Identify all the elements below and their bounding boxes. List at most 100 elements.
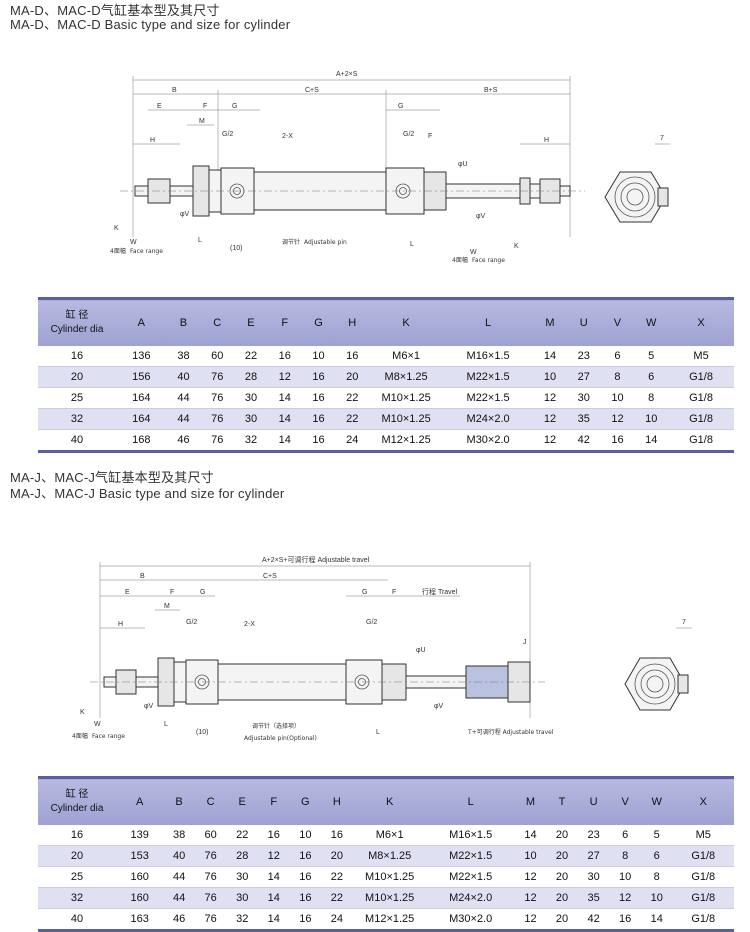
table-cell: 30	[234, 387, 268, 409]
table-cell: 16	[609, 908, 641, 932]
table-cell: 32	[38, 408, 116, 430]
label-phi-v-right: φV	[434, 703, 444, 710]
table-cell: 76	[200, 387, 235, 409]
dim-g2-right: G/2	[403, 131, 414, 138]
table-cell: 23	[577, 825, 610, 846]
table-cell: 22	[321, 866, 353, 888]
table-cell: 14	[257, 887, 290, 909]
table-cell: G1/8	[672, 887, 734, 909]
table-cell: 156	[116, 366, 167, 388]
table-cell: 12	[609, 887, 641, 909]
dim-h-right: H	[544, 137, 549, 144]
table-cell: 14	[267, 408, 302, 430]
table-cell: 12	[514, 866, 547, 888]
label-k: K	[114, 225, 119, 232]
header-cell: H	[321, 776, 353, 825]
table-cell: 76	[200, 366, 235, 388]
label-pin-en: Adjustable pin	[304, 239, 347, 246]
table-cell: M12×1.25	[369, 429, 444, 453]
table-cell: 40	[163, 845, 195, 867]
header-cell: F	[257, 776, 290, 825]
table-cell: 10	[533, 366, 567, 388]
dim-b: B	[172, 87, 177, 94]
header-cell: U	[566, 297, 601, 346]
header-cell: C	[194, 776, 227, 825]
header-cell: U	[577, 776, 610, 825]
table-cell: 12	[514, 887, 547, 909]
table-cell: 40	[38, 429, 116, 453]
table-cell: 14	[514, 825, 547, 846]
label-k-right: K	[514, 243, 519, 250]
table-cell: 22	[335, 408, 370, 430]
table-cell: 30	[226, 866, 258, 888]
table-cell: 25	[38, 866, 116, 888]
header-cell: T	[546, 776, 578, 825]
table-cell: 22	[234, 346, 268, 367]
header-cell: E	[226, 776, 258, 825]
table-cell: 14	[634, 429, 669, 453]
table-cell: 139	[116, 825, 164, 846]
table-cell: 160	[116, 887, 164, 909]
label-adjustable-travel: T+可调行程 Adjustable travel	[467, 728, 554, 736]
dim-e: E	[125, 589, 130, 596]
table-cell: 30	[577, 866, 610, 888]
table-cell: 76	[194, 845, 227, 867]
header-cylinder-dia: 缸 径 Cylinder dia	[38, 776, 116, 825]
label-l: L	[198, 237, 202, 244]
label-face-en-right: Face range	[472, 257, 505, 264]
header-cell: L	[426, 776, 515, 825]
table-cell: 14	[640, 908, 673, 932]
table-cell: 153	[116, 845, 164, 867]
table-cell: 32	[38, 887, 116, 909]
table-cell: 25	[38, 387, 116, 409]
section-1-drawing: A+2×S B C+S B+S E F G G M G/2 G/2 2-X F …	[0, 62, 750, 272]
dim-m: M	[199, 118, 205, 125]
table-cell: 12	[257, 845, 290, 867]
header-cn: 缸 径	[65, 789, 89, 800]
table-cell: 44	[166, 387, 201, 409]
table-cell: 16	[335, 346, 370, 367]
table-cell: 60	[194, 825, 227, 846]
label-w: W	[130, 239, 137, 246]
label-pin-cn: 调节针	[282, 238, 300, 246]
table-cell: 38	[163, 825, 195, 846]
label-phi-v-right: φV	[476, 213, 486, 220]
header-cell: G	[289, 776, 322, 825]
table-cell: 16	[289, 866, 322, 888]
table-cell: 164	[116, 387, 167, 409]
dim-g2-right: G/2	[366, 619, 377, 626]
dim-b: B	[140, 573, 145, 580]
header-cell: A	[116, 776, 164, 825]
dim-e: E	[157, 103, 162, 110]
header-cn: 缸 径	[65, 310, 89, 321]
dim-cs: C+S	[263, 573, 277, 580]
label-phi-v: φV	[144, 703, 154, 710]
section-2-title-cn: MA-J、MAC-J气缸基本型及其尺寸	[10, 470, 214, 485]
table-cell: 22	[335, 387, 370, 409]
header-cell: V	[600, 297, 635, 346]
table-cell: 6	[609, 825, 641, 846]
dim-2x: 2-X	[282, 133, 293, 140]
label-7: 7	[682, 619, 686, 626]
table-cell: 42	[577, 908, 610, 932]
table-cell: 136	[116, 346, 167, 367]
label-face-cn: 4面幅	[72, 732, 88, 740]
table-cell: 30	[234, 408, 268, 430]
table-cell: 60	[200, 346, 235, 367]
header-cell: B	[163, 776, 195, 825]
table-cell: 22	[321, 887, 353, 909]
table-cell: 35	[566, 408, 601, 430]
dim-h: H	[150, 137, 155, 144]
table-cell: 16	[301, 366, 336, 388]
table-cell: 10	[600, 387, 635, 409]
table-cell: 6	[640, 845, 673, 867]
header-cell: C	[200, 297, 235, 346]
table-cell: 23	[566, 346, 601, 367]
dim-g2: G/2	[222, 131, 233, 138]
label-face-cn: 4面幅	[110, 247, 126, 255]
dim-travel: 行程 Travel	[422, 587, 458, 596]
